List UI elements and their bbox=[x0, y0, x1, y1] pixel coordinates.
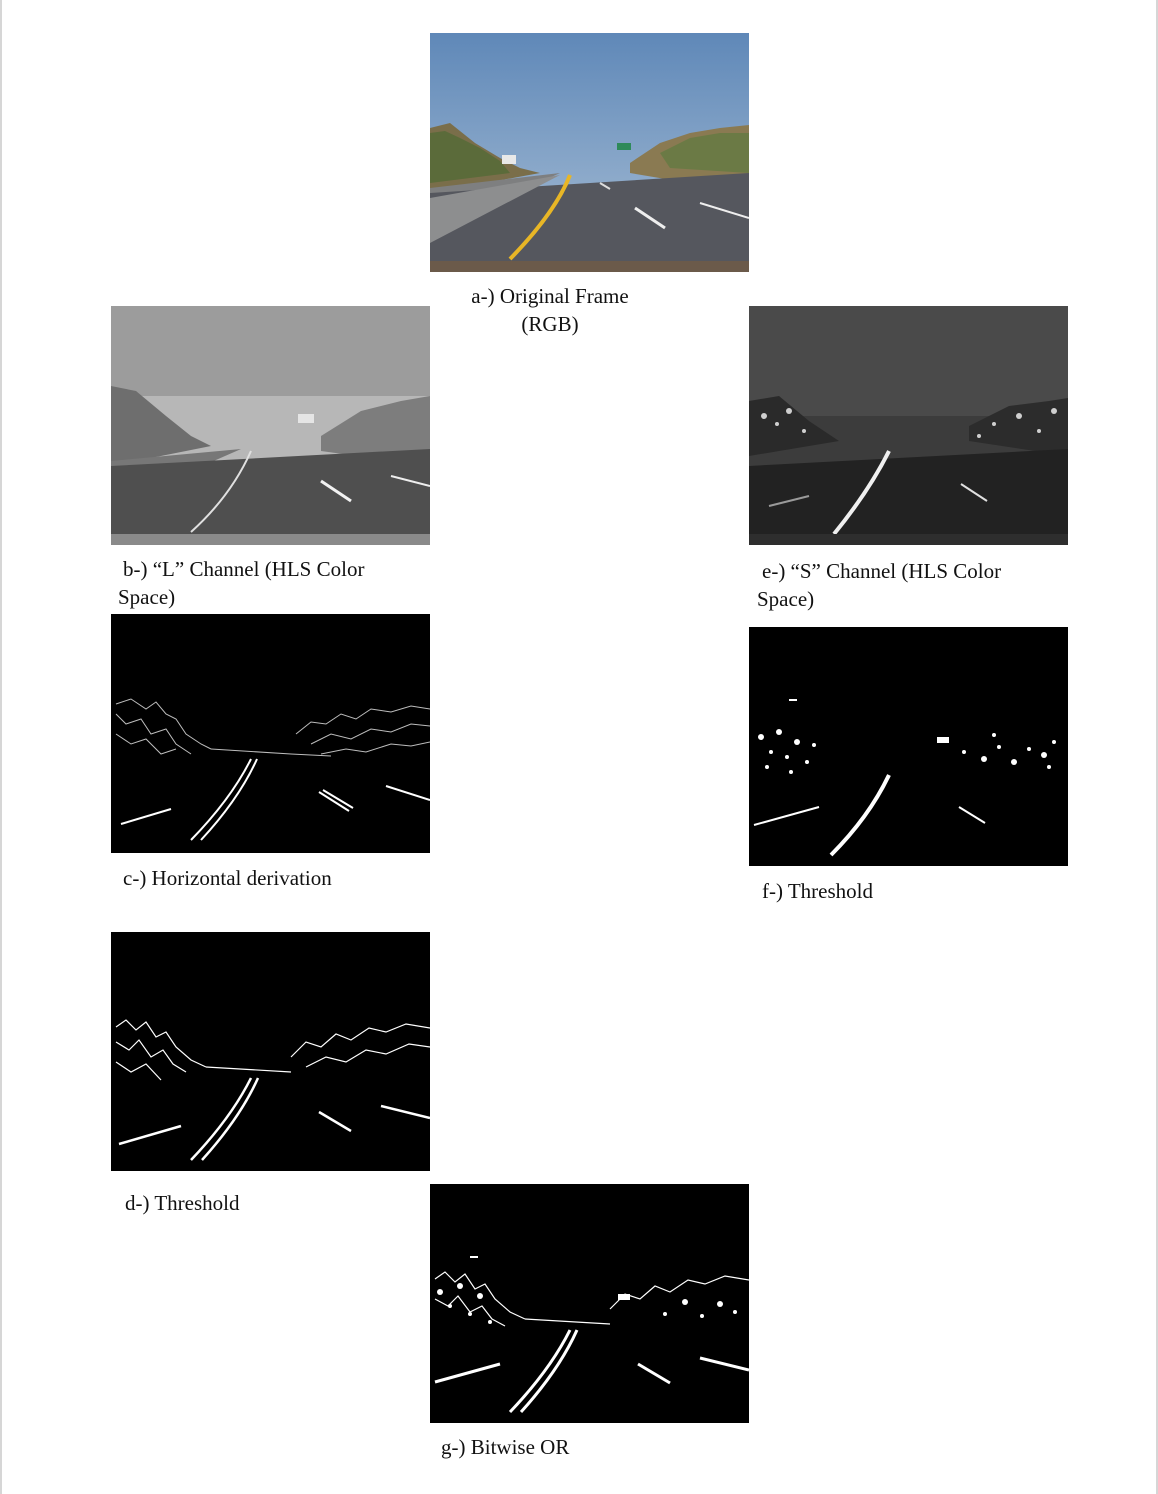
figure-s-channel bbox=[749, 306, 1068, 545]
caption-threshold-s: f-) Threshold bbox=[762, 879, 873, 903]
caption-l-channel-line1: b-) “L” Channel (HLS Color bbox=[123, 557, 365, 581]
figure-l-channel bbox=[111, 306, 430, 545]
figure-original-frame-rgb bbox=[430, 33, 749, 272]
figure-threshold-derivation bbox=[111, 932, 430, 1171]
caption-original-frame-line2: (RGB) bbox=[521, 312, 579, 336]
caption-threshold-derivation: d-) Threshold bbox=[125, 1191, 240, 1215]
figure-bitwise-or bbox=[430, 1184, 749, 1423]
page-edge-left bbox=[0, 0, 2, 1494]
caption-s-channel-line1: e-) “S” Channel (HLS Color bbox=[762, 559, 1002, 583]
caption-horizontal-derivation: c-) Horizontal derivation bbox=[123, 866, 332, 890]
figure-threshold-s-channel bbox=[749, 627, 1068, 866]
caption-l-channel-line2: Space) bbox=[118, 585, 176, 609]
figure-horizontal-derivation bbox=[111, 614, 430, 853]
caption-s-channel-line2: Space) bbox=[757, 587, 815, 611]
caption-bitwise-or: g-) Bitwise OR bbox=[441, 1435, 570, 1459]
caption-original-frame-line1: a-) Original Frame bbox=[471, 284, 629, 308]
caption-original-frame: a-) Original Frame (RGB) bbox=[430, 282, 670, 338]
page-edge-right bbox=[1156, 0, 1158, 1494]
